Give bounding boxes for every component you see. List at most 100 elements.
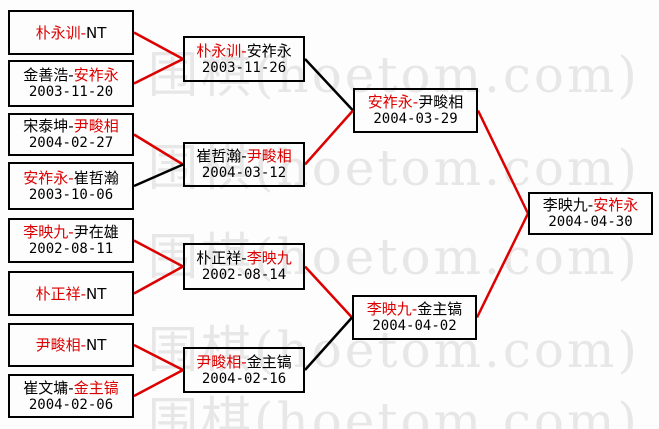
connector-r2m4-to-sf2 [304,316,353,371]
player-name-left: 安祚永 [367,93,413,111]
player-name-right: NT [86,284,107,303]
match-box-r1m6: 朴正祥-NT [8,271,134,316]
vs-hyphen: - [80,23,87,42]
match-date: 2004-04-30 [548,214,633,230]
match-players: 崔哲瀚-尹畯相 [196,147,291,165]
watermark-text: 围棋(hoetom.com) [148,392,640,429]
player-name-right: 尹畯相 [246,147,292,165]
player-name-right: 金主镐 [246,352,292,371]
match-players: 朴永训-NT [36,24,107,42]
connector-r2m1-to-sf1 [304,58,354,112]
match-players: 尹畯相-NT [36,336,107,354]
player-name-left: 宋泰坤 [23,117,69,135]
match-date: 2002-08-14 [201,267,287,283]
connector-r1m8-to-r2m4 [133,368,184,398]
connector-sf1-to-f1 [476,109,530,215]
match-players: 朴正祥-李映九 [196,249,291,267]
vs-hyphen: - [412,93,419,111]
vs-hyphen: - [587,196,594,214]
watermark-text: 围棋(hoetom.com) [148,321,640,379]
connector-r1m6-to-r2m3 [133,265,184,295]
match-date: 2003-11-20 [28,84,114,100]
player-name-right: 尹畯相 [73,117,119,135]
match-players: 朴永训-安祚永 [196,42,291,60]
match-date: 2002-08-11 [28,241,114,257]
match-box-r1m7: 尹畯相-NT [8,323,134,367]
vs-hyphen: - [80,284,87,303]
player-name-right: 尹在雄 [73,223,119,241]
connector-r1m2-to-r2m1 [133,57,184,85]
match-players: 安祚永-尹畯相 [368,93,463,111]
match-box-r1m1: 朴永训-NT [8,10,134,55]
vs-hyphen: - [241,249,247,267]
player-name-left: 李映九 [23,223,69,241]
watermark-text: 围棋(hoetom.com) [148,46,640,104]
player-name-right: 金主镐 [73,378,119,397]
connector-r1m7-to-r2m4 [133,343,184,372]
player-name-right: 安祚永 [73,66,119,84]
player-name-right: NT [86,23,107,42]
match-players: 金善浩-安祚永 [23,66,118,84]
player-name-right: NT [86,336,107,354]
match-date: 2004-02-27 [28,135,114,151]
connector-sf2-to-f1 [475,212,530,319]
match-players: 李映九-尹在雄 [23,223,118,241]
connector-r1m4-to-r2m2 [133,163,184,188]
player-name-right: 尹畯相 [418,93,464,111]
player-name-left: 尹畯相 [35,336,81,354]
player-name-left: 朴正祥 [35,284,81,303]
player-name-left: 崔文墉 [23,378,69,397]
match-date: 2003-10-06 [28,186,114,203]
player-name-left: 李映九 [366,300,412,318]
player-name-right: 李映九 [246,249,292,267]
connector-r1m3-to-r2m2 [133,133,184,166]
match-date: 2004-02-06 [28,396,114,413]
vs-hyphen: - [68,117,74,135]
player-name-left: 朴永训 [35,23,81,42]
match-date: 2004-02-16 [201,370,287,387]
match-date: 2004-04-02 [372,318,457,334]
vs-hyphen: - [80,336,87,354]
vs-hyphen: - [241,41,247,60]
match-players: 尹畯相-金主镐 [196,353,291,371]
player-name-left: 朴永训 [196,41,242,60]
player-name-left: 朴正祥 [196,249,242,267]
vs-hyphen: - [241,352,247,371]
connector-r2m2-to-sf1 [304,109,354,166]
player-name-left: 尹畯相 [196,352,242,371]
player-name-left: 金善浩 [23,66,69,84]
match-players: 朴正祥-NT [36,285,107,303]
watermark-text: 围棋(hoetom.com) [148,228,640,286]
connector-r2m3-to-sf2 [304,265,353,319]
match-players: 宋泰坤-尹畯相 [23,117,118,135]
match-players: 崔文墉-金主镐 [23,379,118,397]
match-date: 2004-03-12 [201,165,287,181]
player-name-right: 安祚永 [593,196,639,214]
connector-r1m5-to-r2m3 [133,239,184,268]
vs-hyphen: - [68,378,74,397]
connector-r1m1-to-r2m1 [133,31,184,61]
player-name-right: 金主镐 [417,300,463,318]
match-players: 李映九-安祚永 [543,196,638,214]
match-players: 安祚永-崔哲瀚 [23,169,118,187]
vs-hyphen: - [68,66,74,84]
watermark-text: 围棋(hoetom.com) [148,139,640,197]
player-name-right: 崔哲瀚 [73,168,119,187]
match-players: 李映九-金主镐 [367,300,462,318]
player-name-left: 安祚永 [23,168,69,187]
vs-hyphen: - [68,168,74,187]
